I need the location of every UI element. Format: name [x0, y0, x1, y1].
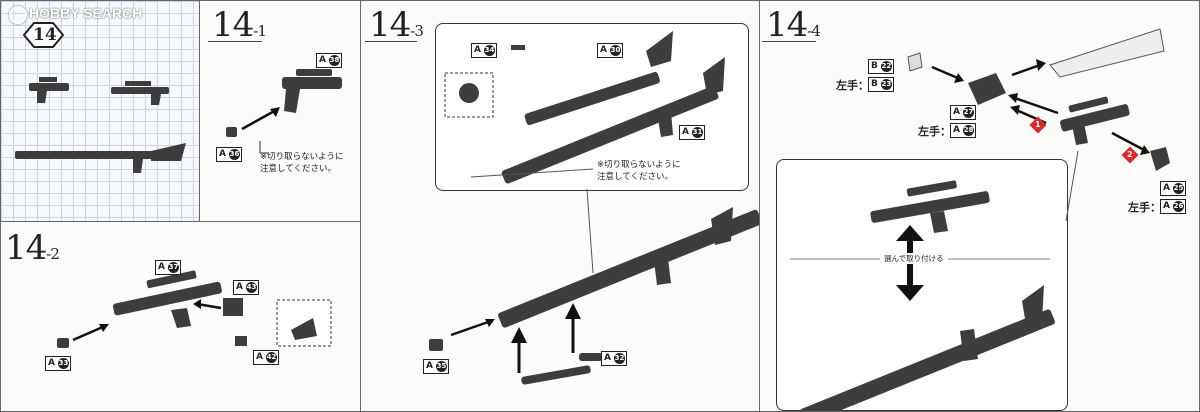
left-hand-label: 左手：: [836, 79, 869, 92]
rifle-part-icon: [112, 270, 222, 328]
step-14-1-svg: [226, 69, 342, 154]
callout-line-icon: [259, 141, 268, 154]
assembly-arrow-icon: [1011, 63, 1041, 77]
blaster-rifle-icon: [111, 81, 169, 105]
step-heading: 14-1: [212, 5, 267, 45]
step-underline: [365, 41, 417, 42]
hand-frame-icon: [1049, 28, 1165, 78]
callout-line-icon: [470, 168, 594, 178]
left-hand-label: 左手：: [918, 125, 951, 138]
step-underline: [762, 41, 816, 42]
step-hexagon-icon: [22, 22, 65, 48]
heavy-blaster-barrel-icon: [524, 31, 673, 126]
grip-part-icon: [1150, 147, 1170, 171]
detail-box-icon: [444, 72, 494, 118]
step-heading: 14-4: [766, 5, 821, 45]
assembly-arrow-icon: [1011, 95, 1059, 115]
step-number: 14: [33, 25, 57, 45]
bipod-part-icon: [521, 353, 603, 385]
callout-line-icon: [586, 188, 594, 274]
step-14-4-svg: [790, 28, 1170, 411]
muzzle-part-icon: [226, 127, 237, 137]
small-part-icon: [511, 45, 525, 50]
assembly-arrow-icon: [1111, 131, 1147, 153]
small-part-icon: [907, 52, 923, 72]
muzzle-part-icon: [429, 339, 443, 351]
overview-svg: [15, 22, 186, 173]
step-14-4-panel: 14-4: [759, 0, 1200, 412]
assembled-heavy-blaster-icon: [498, 207, 759, 328]
swap-label: 選んで取り付ける: [880, 253, 948, 264]
callout-line-icon: [1065, 150, 1079, 222]
muzzle-part-icon: [57, 338, 69, 348]
heavy-blaster-body-icon: [501, 57, 725, 184]
step-underline: [208, 41, 262, 42]
assembly-arrow-icon: [931, 65, 961, 81]
assembly-arrow-icon: [241, 107, 279, 131]
overview-panel: HOBBY SEARCH 14: [0, 0, 200, 222]
caution-note: ※切り取らないように 注意してください。: [260, 152, 344, 174]
left-hand-label: 左手：: [1128, 201, 1161, 214]
assembly-arrow-icon: [450, 319, 492, 337]
assembly-arrow-icon: [72, 324, 106, 342]
pistol-part-icon: [1060, 96, 1130, 145]
small-part-icon: [235, 336, 247, 346]
step-14-2-svg: [57, 270, 332, 348]
blaster-rifle-icon: [870, 180, 990, 233]
scope-part-icon: [223, 298, 243, 316]
hand-part-icon: [968, 73, 1006, 105]
pistol-part-icon: [282, 69, 342, 113]
watermark: HOBBY SEARCH: [29, 5, 143, 21]
step-heading: 14-2: [5, 228, 60, 268]
step-heading: 14-3: [369, 5, 424, 45]
watermark-logo-icon: [9, 6, 27, 24]
muzzle-detail-icon: [459, 83, 479, 103]
heavy-blaster-icon: [15, 143, 186, 173]
heavy-blaster-icon: [800, 285, 1055, 411]
step-14-3-svg: [429, 31, 759, 385]
caution-note: ※切り取らないように 注意してください。: [597, 160, 681, 182]
blaster-pistol-icon: [29, 77, 69, 103]
